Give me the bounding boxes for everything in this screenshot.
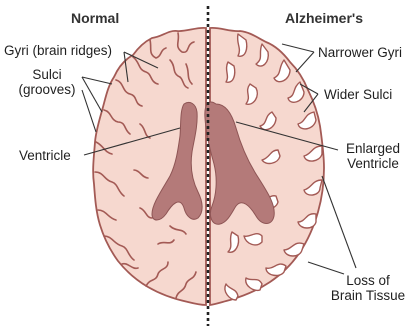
enlarged-ventricle-label: Enlarged Ventricle	[334, 141, 412, 171]
loss-of-tissue-label: Loss of Brain Tissue	[326, 273, 410, 303]
gyri-label: Gyri (brain ridges)	[4, 43, 112, 58]
sulci-leader-2	[82, 77, 102, 112]
narrower-gyri-leader-2	[296, 52, 314, 72]
loss-of-tissue-leader-1	[322, 176, 356, 268]
ventricle-label: Ventricle	[19, 148, 71, 163]
wider-sulci-label: Wider Sulci	[324, 87, 392, 102]
normal-heading: Normal	[71, 10, 119, 26]
loss-of-tissue-line2: Brain Tissue	[326, 288, 410, 303]
sulci-label: Sulci (grooves)	[14, 67, 80, 97]
sulci-leader-1	[82, 77, 112, 84]
sulci-label-line2: (grooves)	[14, 82, 80, 97]
loss-of-tissue-line1: Loss of	[326, 273, 410, 288]
enlarged-ventricle-line2: Ventricle	[334, 156, 412, 171]
enlarged-ventricle-line1: Enlarged	[334, 141, 412, 156]
sulci-leader-3	[82, 90, 96, 132]
alzheimers-heading: Alzheimer's	[285, 10, 363, 26]
narrower-gyri-label: Narrower Gyri	[318, 45, 402, 60]
sulci-label-line1: Sulci	[14, 67, 80, 82]
narrower-gyri-leader-1	[282, 44, 314, 52]
